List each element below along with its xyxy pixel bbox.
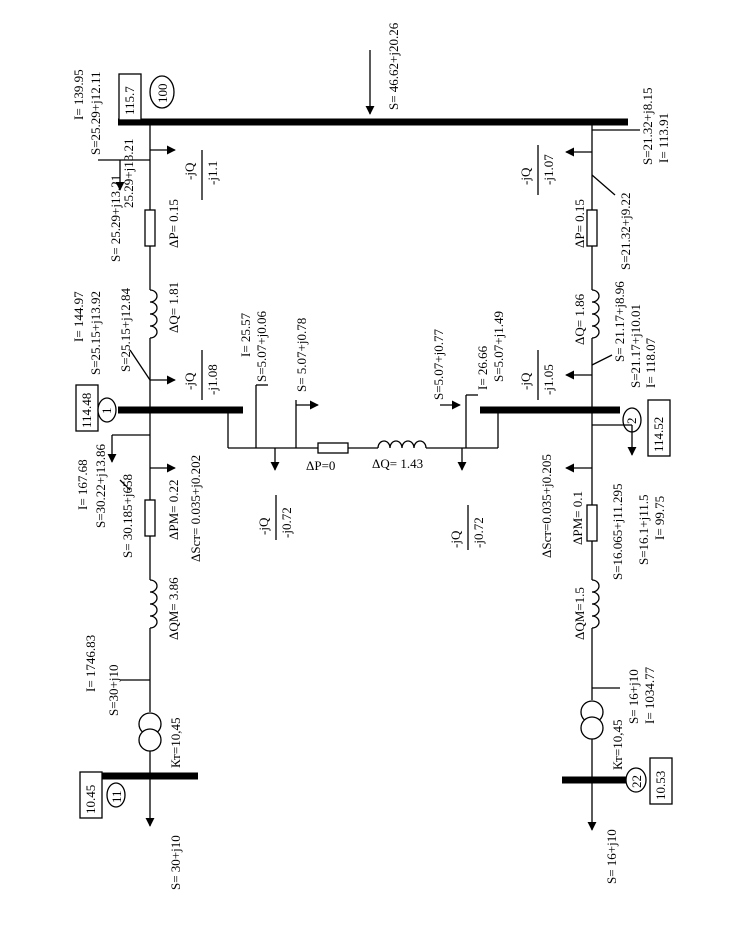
- center-dp: ΔP=0: [306, 458, 335, 473]
- center-h-s: S= 5.07+j0.78: [294, 318, 309, 392]
- right-h-s: S=16.065+j11.295: [610, 483, 625, 580]
- jq-center-left-a: -jQ: [256, 517, 271, 535]
- jq-right-mid-b: -j1.05: [541, 364, 556, 395]
- center-dq: ΔQ= 1.43: [372, 456, 423, 471]
- node-100-label: 100: [155, 84, 170, 104]
- node-2-voltage: 114.52: [651, 417, 666, 452]
- left-load-s: S= 30+j10: [168, 835, 183, 890]
- node-2-label: 2: [624, 418, 639, 425]
- right-h-line: [591, 174, 616, 196]
- left-k-line: [129, 349, 151, 381]
- right-dsct: ΔSст=0.035+j0.205: [539, 454, 554, 558]
- right-dp: ΔP= 0.15: [572, 199, 587, 248]
- jq-left-mid-b: -j1.08: [205, 364, 220, 395]
- center-k-s: S=5.07+j0.77: [431, 328, 446, 400]
- left-dpm: ΔPM= 0.22: [166, 480, 181, 540]
- top-right-s: S=21.32+j8.15: [640, 87, 655, 165]
- right-inductor-lower: [591, 579, 600, 629]
- center-r-i: I= 26.66: [475, 345, 490, 390]
- node-11-label: 11: [109, 790, 124, 803]
- left-low-s: S=30.22+j13.86: [93, 443, 108, 528]
- jq-top-left-a: -jQ: [182, 162, 197, 180]
- jq-top-left-b: -j1.1: [205, 161, 220, 185]
- right-k-s: S= 21.17+j8.96: [612, 281, 627, 362]
- node-22-label: 22: [629, 775, 644, 788]
- left-resistor-lower: [144, 499, 156, 537]
- center-inductor: [377, 440, 427, 449]
- jq-center-right-a: -jQ: [448, 530, 463, 548]
- left-k-s: S=25.15+j13.92: [88, 291, 103, 375]
- right-k-i: I= 118.07: [643, 337, 658, 388]
- right-k-line: [591, 354, 613, 366]
- node-22-voltage: 10.53: [653, 771, 668, 800]
- left-k-s2: S=25.15+j12.84: [118, 287, 133, 372]
- left-k-i: I= 144.97: [71, 291, 86, 342]
- jq-top-right-b: -j1.07: [541, 154, 556, 185]
- node-11-voltage: 10.45: [83, 785, 98, 814]
- left-low-h-s: S= 30.185+j658: [120, 474, 135, 558]
- top-left-s: S=25.29+j12.11: [88, 71, 103, 155]
- jq-left-mid-a: -jQ: [182, 372, 197, 390]
- right-dqm: ΔQM=1.5: [572, 587, 587, 640]
- left-tr-i: I= 1746.83: [83, 635, 98, 692]
- node-11-circle: [106, 782, 126, 808]
- left-tr-s: S=30+j10: [106, 664, 121, 716]
- left-dp: ΔP= 0.15: [166, 199, 181, 248]
- left-inductor-upper: [149, 289, 158, 339]
- left-dsct: ΔSст= 0.035+j0.202: [188, 455, 203, 562]
- top-left-i: I= 139.95: [71, 69, 86, 120]
- center-i: I= 25.57: [238, 312, 253, 357]
- right-transformer-coil-b: [580, 716, 604, 740]
- left-transformer-coil-b: [138, 728, 162, 752]
- left-low-i: I= 167.68: [75, 459, 90, 510]
- top-right-i: I= 113.91: [656, 113, 671, 163]
- node-1-label: 1: [99, 408, 114, 415]
- center-resistor: [317, 442, 349, 454]
- left-inductor-lower: [149, 579, 158, 629]
- jq-top-right-a: -jQ: [518, 167, 533, 185]
- node-100-voltage: 115.7: [122, 86, 137, 115]
- left-resistor-upper: [144, 209, 156, 247]
- node-22-circle: [625, 767, 647, 793]
- node-100-voltage-box: [118, 73, 142, 121]
- left-tick-low: [119, 479, 131, 491]
- right-load-s: S= 16+j10: [604, 829, 619, 884]
- jq-center-right-b: -j0.72: [471, 517, 486, 548]
- right-resistor-upper: [586, 209, 598, 247]
- right-k-s2: S=21.17+j10.01: [628, 304, 643, 388]
- right-tr-i: I= 1034.77: [642, 666, 657, 724]
- node-2-voltage-box: [647, 399, 671, 457]
- node-22-voltage-box: [649, 757, 673, 805]
- top-right-h-s: S=21.32+j9.22: [618, 192, 633, 270]
- node-11-voltage-box: [79, 771, 103, 819]
- right-inductor-upper: [591, 289, 600, 339]
- right-dq: ΔQ= 1.86: [572, 293, 587, 345]
- jq-right-mid-a: -jQ: [518, 372, 533, 390]
- right-resistor-lower: [586, 504, 598, 542]
- node-100-circle: [149, 75, 175, 109]
- right-kt: Кт=10,45: [610, 720, 625, 770]
- right-dpm: ΔPM= 0.1: [570, 491, 585, 545]
- center-r-s: S=5.07+j1.49: [491, 311, 506, 382]
- center-s: S=5.07+j0.06: [254, 310, 269, 382]
- left-h-s: S= 25.29+j13.21: [108, 175, 123, 262]
- left-dqm: ΔQM= 3.86: [166, 577, 181, 640]
- node-1-circle: [97, 397, 117, 423]
- top-left-loss: 25.29+j13.21: [121, 139, 136, 208]
- left-kt: Кт=10,45: [168, 718, 183, 768]
- right-tr-s: S= 16+j10: [626, 669, 641, 724]
- left-dq: ΔQ= 1.81: [166, 282, 181, 333]
- jq-center-left-b: -j0.72: [279, 507, 294, 538]
- right-low-s: S=16.1+j11.5: [636, 494, 651, 565]
- source-s-label: S= 46.62+j20.26: [386, 22, 401, 110]
- node-1-voltage: 114.48: [79, 393, 94, 428]
- right-low-i: I= 99.75: [652, 496, 667, 540]
